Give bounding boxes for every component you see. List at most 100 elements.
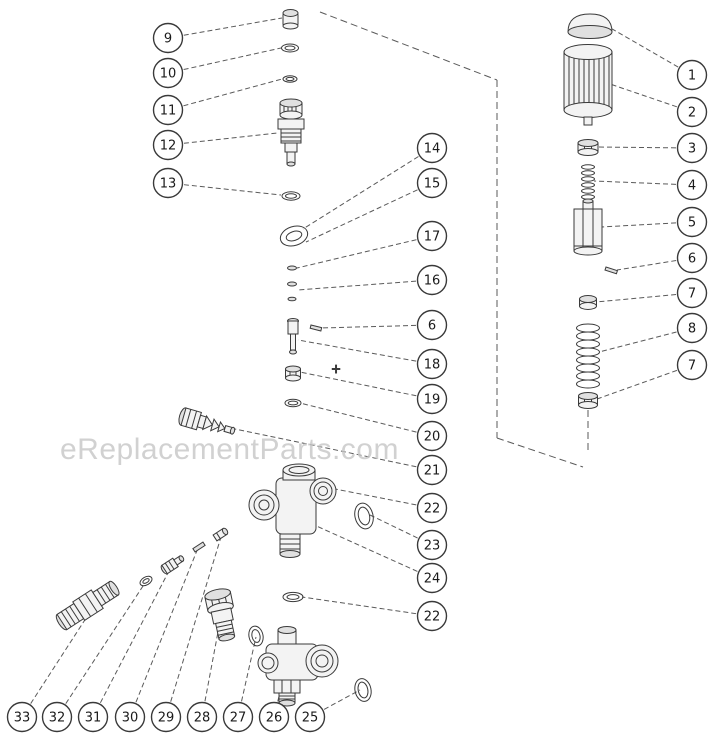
balloon-number: 8 [688,322,696,337]
callout-balloon-22[interactable]: 22 [416,492,448,524]
callout-balloon-31[interactable]: 31 [77,701,109,733]
balloon-circle[interactable] [676,206,708,238]
balloon-number: 17 [424,230,441,245]
callout-balloon-3[interactable]: 3 [676,132,708,164]
balloon-number: 13 [160,177,177,192]
callout-balloon-15[interactable]: 15 [416,167,448,199]
callout-balloon-7[interactable]: 7 [676,349,708,381]
balloon-circle[interactable] [676,349,708,381]
balloon-circle[interactable] [416,383,448,415]
balloon-circle[interactable] [676,132,708,164]
callout-balloon-30[interactable]: 30 [114,701,146,733]
balloon-circle[interactable] [77,701,109,733]
balloon-circle[interactable] [676,96,708,128]
part-spring-cap [579,295,597,310]
leader-line-22 [329,487,433,509]
callout-balloon-7[interactable]: 7 [676,277,708,309]
balloon-circle[interactable] [258,701,290,733]
callout-balloon-12[interactable]: 12 [152,129,184,161]
callout-balloon-20[interactable]: 20 [416,420,448,452]
callout-balloon-25[interactable]: 25 [294,701,326,733]
balloon-circle[interactable] [416,132,448,164]
callout-balloon-29[interactable]: 29 [150,701,182,733]
balloon-number: 23 [424,539,441,554]
balloon-circle[interactable] [294,701,326,733]
balloon-circle[interactable] [416,529,448,561]
callout-balloon-33[interactable]: 33 [6,701,38,733]
leader-line-21 [234,428,433,471]
callout-balloon-16[interactable]: 16 [416,264,448,296]
balloon-number: 28 [194,711,211,726]
callout-balloon-17[interactable]: 17 [416,220,448,252]
callout-balloon-26[interactable]: 26 [258,701,290,733]
balloon-circle[interactable] [416,167,448,199]
callout-balloon-13[interactable]: 13 [152,167,184,199]
leader-line-27 [237,636,257,718]
balloon-circle[interactable] [186,701,218,733]
callout-balloon-11[interactable]: 11 [152,94,184,126]
callout-balloon-32[interactable]: 32 [41,701,73,733]
balloon-number: 31 [85,711,102,726]
balloon-circle[interactable] [416,600,448,632]
callout-balloon-4[interactable]: 4 [676,169,708,201]
part-insert-29 [212,527,229,542]
balloon-circle[interactable] [676,169,708,201]
callout-balloon-24[interactable]: 24 [416,562,448,594]
callout-balloon-1[interactable]: 1 [676,59,708,91]
balloon-number: 7 [688,287,696,302]
callout-balloon-19[interactable]: 19 [416,383,448,415]
balloon-circle[interactable] [676,59,708,91]
leader-line-32 [56,582,146,718]
part-oring-22 [282,591,304,603]
callout-balloon-8[interactable]: 8 [676,312,708,344]
leader-line-24 [311,523,433,579]
callout-balloon-10[interactable]: 10 [152,57,184,89]
callout-balloon-27[interactable]: 27 [222,701,254,733]
callout-balloon-22[interactable]: 22 [416,600,448,632]
balloon-number: 24 [424,572,441,587]
balloon-circle[interactable] [6,701,38,733]
balloon-circle[interactable] [416,562,448,594]
callout-balloon-18[interactable]: 18 [416,348,448,380]
balloon-circle[interactable] [152,94,184,126]
balloon-circle[interactable] [676,312,708,344]
balloon-circle[interactable] [676,277,708,309]
balloon-circle[interactable] [152,129,184,161]
callout-balloon-23[interactable]: 23 [416,529,448,561]
balloon-circle[interactable] [416,264,448,296]
balloon-number: 7 [688,359,696,374]
leader-line-5 [600,221,693,228]
callout-balloon-21[interactable]: 21 [416,454,448,486]
callout-balloon-2[interactable]: 2 [676,96,708,128]
balloon-circle[interactable] [41,701,73,733]
callout-balloon-9[interactable]: 9 [152,22,184,54]
balloon-circle[interactable] [152,22,184,54]
balloon-circle[interactable] [676,242,708,274]
balloon-circle[interactable] [114,701,146,733]
part-spring-large [576,323,600,389]
balloon-circle[interactable] [416,348,448,380]
callout-balloon-6[interactable]: 6 [676,242,708,274]
callout-balloon-5[interactable]: 5 [676,206,708,238]
balloon-circle[interactable] [152,167,184,199]
balloon-number: 6 [428,319,436,334]
part-pin-30 [192,541,206,553]
balloon-circle[interactable] [416,420,448,452]
callout-balloon-28[interactable]: 28 [186,701,218,733]
callout-balloon-6[interactable]: 6 [416,309,448,341]
balloon-circle[interactable] [416,454,448,486]
balloon-circle[interactable] [150,701,182,733]
balloon-number: 18 [424,358,441,373]
balloon-circle[interactable] [222,701,254,733]
part-retainer-nut [578,392,598,409]
balloon-number: 11 [160,104,177,119]
balloon-number: 10 [160,67,177,82]
balloon-circle[interactable] [152,57,184,89]
balloon-circle[interactable] [416,309,448,341]
callout-balloon-14[interactable]: 14 [416,132,448,164]
balloon-circle[interactable] [416,220,448,252]
balloon-number: 12 [160,139,177,154]
leader-line-4 [593,180,693,186]
balloon-circle[interactable] [416,492,448,524]
